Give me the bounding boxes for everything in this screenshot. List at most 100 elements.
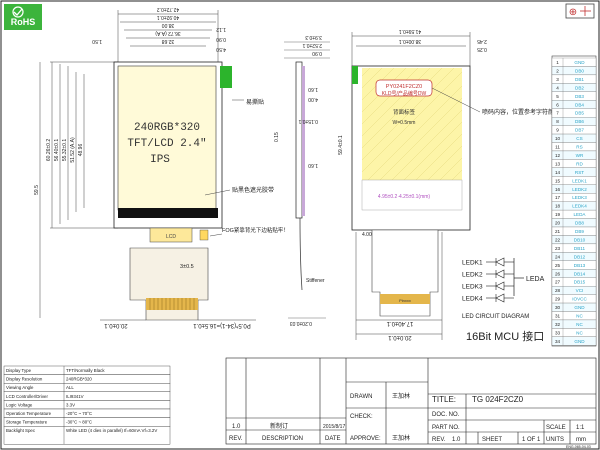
spec-value: 240RGB*320 <box>66 377 92 382</box>
side-dim-5: 4.00 <box>308 96 318 102</box>
led-row: LEDK3 <box>462 281 514 291</box>
pin-name: RS <box>576 145 582 150</box>
pin-number: 25 <box>555 263 561 268</box>
led-row: LEDK2 <box>462 269 514 279</box>
pin-number: 12 <box>555 153 561 158</box>
pin-name: DB3 <box>575 94 584 99</box>
rohs-badge: RoHS <box>4 4 42 30</box>
scale-label: SCALE <box>546 425 566 431</box>
pin-number: 27 <box>555 280 561 285</box>
note-easy-tear: 易撕贴 <box>246 98 264 106</box>
title-label: TITLE: <box>432 395 456 404</box>
sheet-label: SHEET <box>482 437 502 443</box>
col-desc: DESCRIPTION <box>262 436 303 442</box>
stiffener-label: Stiffener <box>306 278 325 284</box>
led-cathode-label: LEDK4 <box>462 296 483 303</box>
pin-name: GND <box>574 305 585 310</box>
pin-name: WR <box>576 153 584 158</box>
interface-title: 16Bit MCU 接口 <box>466 330 544 343</box>
doc-label: DOC. NO. <box>432 412 460 418</box>
pin-name: DB5 <box>575 111 584 116</box>
pin-row: 7 DB5 <box>551 108 597 118</box>
label-note: 背面标签 <box>393 108 416 116</box>
spec-value: ILI9341V <box>66 394 84 399</box>
pin-name: VCI <box>576 288 584 293</box>
pin-number: 20 <box>555 221 561 226</box>
spec-key: Logic Voltage <box>6 402 33 407</box>
back-pull-tab <box>352 66 358 84</box>
pin-number: 28 <box>555 288 561 293</box>
pin-number: 26 <box>555 271 561 276</box>
pin-name: DB10 <box>574 237 586 242</box>
spec-value: ALL <box>66 385 74 390</box>
pin-name: DB2 <box>575 85 584 90</box>
pin-name: DB14 <box>574 271 586 276</box>
pin-number: 21 <box>555 229 561 234</box>
spec-row: Storage Temperature-30°C ~ 80°C <box>3 417 171 427</box>
dim-height-2: 56.40±0.1 <box>54 139 60 161</box>
drawn-name: 王加林 <box>392 392 410 400</box>
fog-chip <box>149 227 193 243</box>
pin-name: DB15 <box>574 280 586 285</box>
pin-name: NC <box>576 322 583 327</box>
side-bottom-dim: 0.20±0.03 <box>290 320 312 326</box>
spec-key: LCD Controller/Driver <box>6 394 49 399</box>
diode-icon <box>495 257 505 267</box>
pin-name: LEDK4 <box>572 204 587 209</box>
led-cathode-label: LEDK2 <box>462 272 483 279</box>
front-small-labels: 1.12 0.90 4.50 1.50 <box>92 26 226 52</box>
pin-row: 26 DB14 <box>551 269 597 278</box>
pin-row: 12 WR <box>551 150 597 160</box>
pin-name: RST <box>575 170 584 175</box>
dim-fpc-pitch: P0.5*(34-1)=16.5±0.1 <box>193 322 251 328</box>
dim-width-3: 38.00 <box>162 22 175 28</box>
dim-small-4: 1.50 <box>92 38 102 44</box>
pin-number: 19 <box>555 212 561 217</box>
black-tape <box>118 208 218 218</box>
pin-row: 20 DB8 <box>551 218 597 228</box>
dim-width-1: 42.72±0.2 <box>157 6 179 12</box>
back-dim-width-2: 38.00±0.1 <box>399 38 421 44</box>
side-body <box>295 61 303 219</box>
pin-name: DB12 <box>574 254 586 259</box>
pin-name: DB8 <box>575 221 584 226</box>
rohs-label: RoHS <box>11 17 36 27</box>
spec-key: Display Resolution <box>6 377 43 382</box>
drawn-label: DRAWN <box>350 394 372 400</box>
check-label: CHECK: <box>350 414 373 420</box>
pin-number: 3 <box>556 77 559 82</box>
approve-name: 王加林 <box>392 434 410 442</box>
pin-row: 27 DB15 <box>551 277 597 287</box>
spec-row: LCD Controller/Driver ILI9341V <box>3 391 171 401</box>
back-view: 41.59±0.1 38.00±0.1 2.45 0.25 59.4±0.1 P… <box>338 28 578 340</box>
front-height-labels: 60.26±0.2 56.40±0.1 55.32±0.1 51.52 (A.A… <box>34 137 84 195</box>
pin-number: 30 <box>555 305 561 310</box>
scale-value: 1:1 <box>576 425 585 431</box>
title-block-text: 1.0 新制订 2015/8/17 REV. DESCRIPTION DATE … <box>229 392 591 449</box>
spec-value: White LED (4 dies in parallel) If=60mA V… <box>66 428 157 433</box>
pin-name: DB9 <box>575 229 584 234</box>
pin-number: 7 <box>556 111 559 116</box>
footnote: ENG-065-04-03 <box>566 445 591 449</box>
pin-number: 31 <box>555 314 561 319</box>
fpc-gold-fingers <box>146 298 198 310</box>
diode-icon <box>495 293 505 303</box>
pin-name: DB0 <box>575 68 584 73</box>
pin-name: DB6 <box>575 119 584 124</box>
back-dim-bottom-2: 20.0±0.1 <box>388 334 412 340</box>
